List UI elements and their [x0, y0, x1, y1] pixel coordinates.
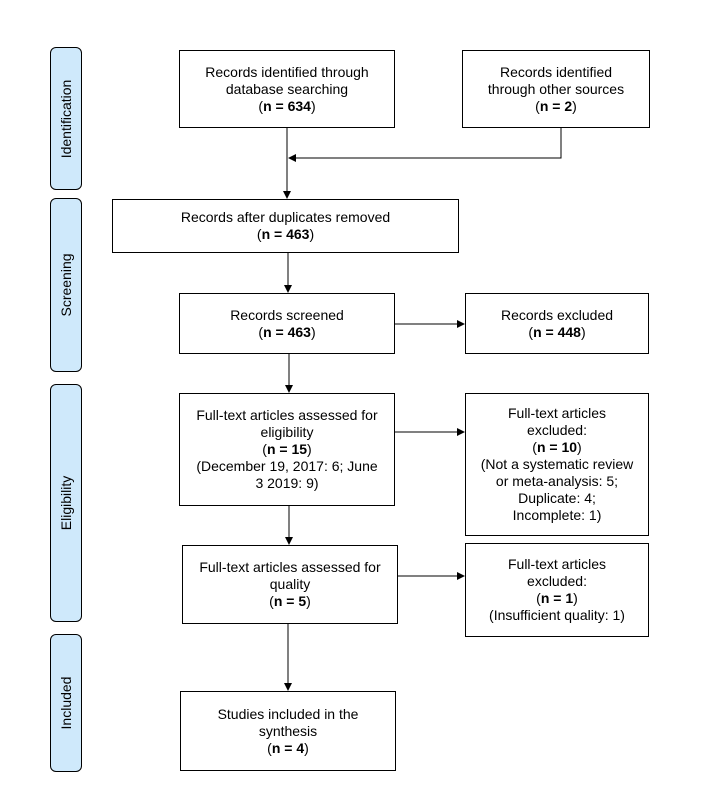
- fulltext-eligibility-detail1: (December 19, 2017: 6; June: [196, 458, 378, 474]
- fulltext-quality-count: n = 5: [273, 593, 307, 609]
- paren-close: ): [307, 441, 312, 457]
- excluded-count: n = 448: [533, 323, 581, 340]
- box-database-searching: Records identified through database sear…: [179, 50, 395, 128]
- box-fulltext-quality: Full-text articles assessed for quality …: [182, 545, 398, 624]
- duplicates-removed-count-line: (n = 463): [119, 226, 452, 243]
- screened-count-line: (n = 463): [186, 324, 388, 341]
- paren-close: ): [309, 226, 315, 242]
- db-search-count: n = 634: [263, 97, 311, 114]
- paren-close: ): [310, 323, 316, 340]
- phase-screening: Screening: [50, 198, 82, 372]
- paren-close: ): [306, 593, 311, 609]
- db-search-line2: database searching: [225, 80, 349, 97]
- paren-close: ): [577, 439, 582, 455]
- paren-open: (: [262, 441, 267, 457]
- quality-excluded-count-line: (n = 1): [472, 590, 642, 607]
- phase-screening-label: Screening: [58, 253, 74, 317]
- included-count-line: (n = 4): [187, 740, 389, 757]
- phase-eligibility: Eligibility: [50, 384, 82, 622]
- fulltext-excluded-detail3: Duplicate: 4;: [518, 490, 596, 506]
- included-line2: synthesis: [258, 722, 318, 739]
- box-duplicates-removed: Records after duplicates removed (n = 46…: [112, 199, 459, 253]
- screened-count: n = 463: [263, 323, 311, 340]
- fulltext-quality-count-line: (n = 5): [189, 593, 391, 610]
- phase-identification: Identification: [50, 47, 82, 190]
- paren-close: ): [573, 590, 578, 606]
- included-line1: Studies included in the: [217, 705, 359, 722]
- fulltext-excluded-count: n = 10: [536, 439, 578, 455]
- fulltext-excluded-count-line: (n = 10): [472, 439, 642, 456]
- duplicates-removed-line1: Records after duplicates removed: [180, 209, 391, 225]
- other-sources-count-line: (n = 2): [469, 98, 643, 115]
- paren-open: (: [256, 226, 262, 242]
- excluded-line1: Records excluded: [500, 306, 614, 323]
- db-search-count-line: (n = 634): [186, 98, 388, 115]
- paren-open: (: [536, 590, 541, 606]
- arrow-other-to-merge: [288, 128, 562, 162]
- paren-close: ): [580, 323, 586, 340]
- included-count: n = 4: [271, 739, 305, 756]
- paren-close: ): [304, 739, 309, 756]
- excluded-count-line: (n = 448): [472, 324, 642, 341]
- quality-excluded-detail1: (Insufficient quality: 1): [489, 607, 625, 623]
- paren-close: ): [310, 97, 316, 114]
- fulltext-eligibility-count-line: (n = 15): [186, 441, 388, 458]
- quality-excluded-line2: excluded:: [527, 573, 587, 589]
- other-sources-line2: through other sources: [487, 80, 625, 97]
- paren-open: (: [535, 97, 540, 114]
- paren-open: (: [532, 439, 537, 455]
- paren-open: (: [258, 97, 264, 114]
- db-search-line1: Records identified through: [205, 63, 369, 80]
- fulltext-excluded-detail4: Incomplete: 1): [512, 507, 602, 523]
- fulltext-quality-line1: Full-text articles assessed for: [199, 559, 381, 575]
- box-other-sources: Records identified through other sources…: [462, 50, 650, 128]
- quality-excluded-count: n = 1: [540, 590, 574, 606]
- paren-close: ): [572, 97, 577, 114]
- quality-excluded-line1: Full-text articles: [507, 556, 607, 572]
- fulltext-eligibility-line1: Full-text articles assessed for: [196, 407, 378, 423]
- fulltext-excluded-line1: Full-text articles: [507, 405, 607, 421]
- box-quality-excluded: Full-text articles excluded: (n = 1) (In…: [465, 543, 649, 637]
- phase-included-label: Included: [58, 676, 74, 730]
- phase-included: Included: [50, 634, 82, 772]
- paren-open: (: [267, 739, 272, 756]
- phase-identification-label: Identification: [58, 79, 74, 158]
- box-included-synthesis: Studies included in the synthesis (n = 4…: [180, 691, 396, 771]
- fulltext-eligibility-detail2: 3 2019: 9): [255, 475, 319, 491]
- paren-open: (: [528, 323, 534, 340]
- screened-line1: Records screened: [230, 306, 344, 323]
- paren-open: (: [269, 593, 274, 609]
- paren-open: (: [258, 323, 264, 340]
- other-sources-count: n = 2: [539, 97, 573, 114]
- box-fulltext-eligibility: Full-text articles assessed for eligibil…: [179, 393, 395, 506]
- box-fulltext-excluded: Full-text articles excluded: (n = 10) (N…: [465, 393, 649, 536]
- other-sources-line1: Records identified: [499, 63, 613, 80]
- box-records-screened: Records screened (n = 463): [179, 293, 395, 354]
- box-records-excluded: Records excluded (n = 448): [465, 293, 649, 354]
- fulltext-excluded-detail1: (Not a systematic review: [480, 456, 634, 472]
- fulltext-eligibility-line2: eligibility: [260, 424, 314, 440]
- phase-eligibility-label: Eligibility: [58, 475, 74, 531]
- fulltext-quality-line2: quality: [269, 576, 311, 592]
- fulltext-excluded-line2: excluded:: [527, 422, 587, 438]
- fulltext-excluded-detail2: or meta-analysis: 5;: [495, 473, 619, 489]
- fulltext-eligibility-count: n = 15: [266, 441, 308, 457]
- duplicates-removed-count: n = 463: [261, 226, 310, 242]
